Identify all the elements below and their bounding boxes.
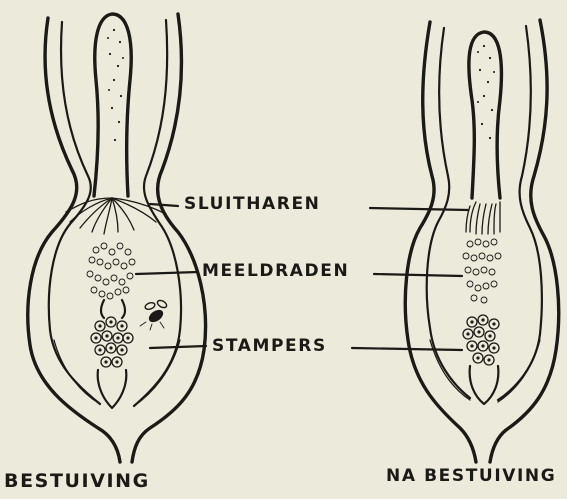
insect-icon	[140, 299, 168, 330]
label-meeldraden: MEELDRADEN	[202, 261, 349, 281]
right-meeldraden-cluster	[463, 239, 501, 303]
right-chamber-line	[427, 28, 470, 398]
left-tube	[94, 14, 131, 196]
right-sluitharen-hairs	[466, 202, 500, 234]
right-ovary	[470, 366, 499, 404]
right-tube-stipple	[477, 45, 495, 139]
leader-stampers-right	[352, 348, 462, 350]
label-sluitharen: SLUITHAREN	[184, 194, 321, 214]
left-ovary	[98, 370, 127, 408]
leader-stampers-left	[150, 346, 206, 348]
leader-sluitharen-left	[150, 204, 178, 206]
left-tube-stipple	[107, 29, 124, 141]
right-tube	[469, 32, 502, 198]
leader-meeldraden-right	[374, 274, 462, 276]
left-meeldraden-cluster	[87, 243, 135, 299]
left-flower-wall	[28, 18, 120, 462]
left-stampers-cluster	[91, 317, 133, 367]
label-stampers: STAMPERS	[212, 336, 327, 356]
left-column	[101, 300, 125, 318]
left-flower-drawing	[28, 14, 206, 462]
caption-bestuiving: BESTUIVING	[4, 470, 150, 492]
leader-meeldraden-left	[136, 272, 198, 274]
caption-na-bestuiving: NA BESTUIVING	[386, 466, 556, 486]
right-flower-drawing	[405, 20, 558, 462]
leader-sluitharen-right	[370, 208, 468, 210]
